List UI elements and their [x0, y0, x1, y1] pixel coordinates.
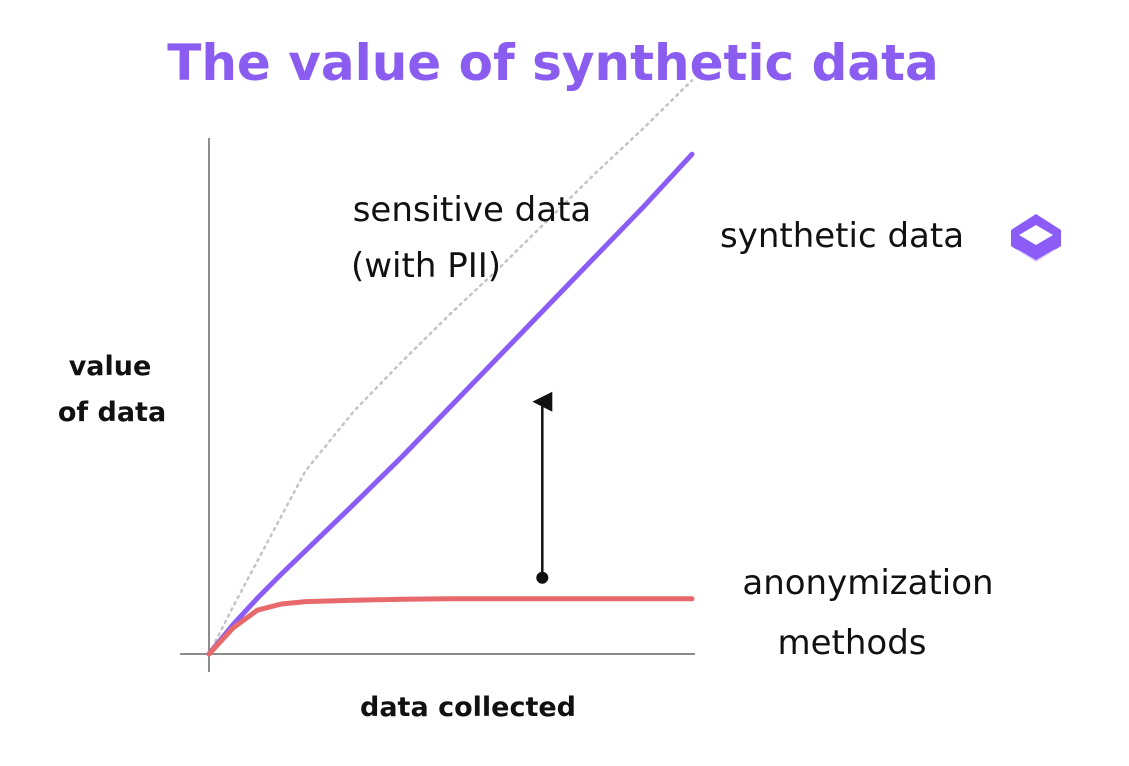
y-axis-label-line-1: value	[69, 351, 152, 382]
improvement-arrow-dot	[536, 571, 549, 584]
x-axis-label: data collected	[360, 692, 576, 723]
anonymization-label-line-1: anonymization	[742, 563, 993, 603]
synthetic-data-label: synthetic data	[720, 216, 964, 256]
series-sensitive-data-line	[207, 79, 694, 656]
anonymization-label-line-2: methods	[777, 623, 926, 663]
layers-logo-icon	[1011, 214, 1061, 265]
series-synthetic-data-line	[206, 151, 695, 657]
sensitive-data-label-line-2: (with PII)	[351, 246, 501, 286]
chart-title: The value of synthetic data	[167, 34, 939, 92]
series-anonymization-line	[206, 596, 695, 657]
sensitive-data-label-line-1: sensitive data	[353, 190, 592, 230]
y-axis-label-line-2: of data	[58, 397, 166, 428]
